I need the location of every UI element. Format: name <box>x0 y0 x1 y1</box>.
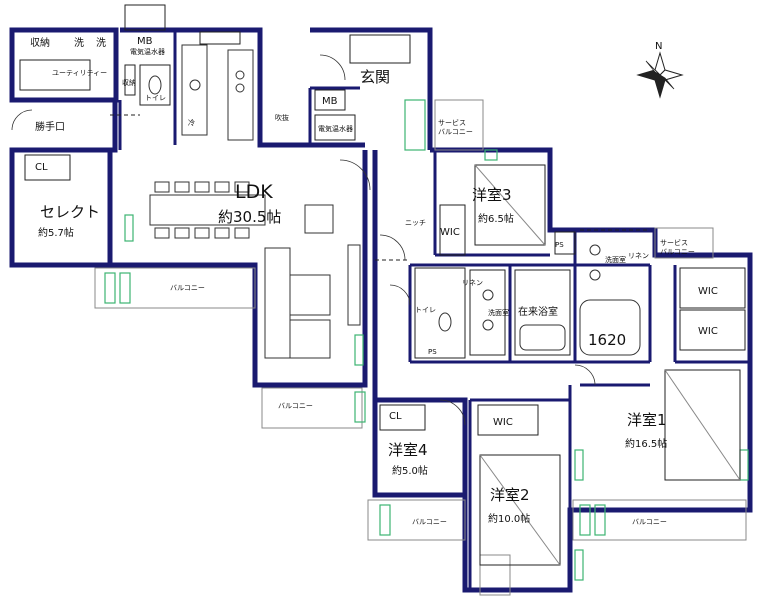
balcony-w4-label: バルコニー <box>412 518 447 526</box>
refrigerator-label: 冷 <box>188 118 195 127</box>
interior-walls <box>12 30 750 590</box>
entry-wall <box>310 27 433 150</box>
cl-western4-label: CL <box>389 411 402 422</box>
washroom-center-label: 洗面室 <box>488 308 509 317</box>
wash2-label: 洗 <box>96 37 106 49</box>
compass: N <box>636 41 684 99</box>
compass-north-label: N <box>655 41 662 52</box>
kitchen-shaft-label: 吹抜 <box>275 113 289 122</box>
ps-top-label: PS <box>555 241 564 249</box>
service-balcony-right-box <box>654 227 714 259</box>
storage-label: 収納 <box>30 36 50 49</box>
select-room-walls <box>9 147 113 268</box>
linen-right-label: リネン <box>628 252 649 260</box>
windows <box>104 99 749 581</box>
balcony-mid <box>261 387 363 429</box>
bath-size-label: 1620 <box>588 331 626 349</box>
kitchen-counter <box>227 49 254 141</box>
toilet-top-label: トイレ <box>145 94 166 102</box>
balcony-left <box>94 267 256 309</box>
wic-western3-label: WIC <box>440 227 460 238</box>
western4-name: 洋室4 <box>388 441 428 459</box>
balconies <box>94 99 747 596</box>
mb-entry-label: MB <box>322 96 338 107</box>
western3-name: 洋室3 <box>472 186 512 204</box>
balcony-w2-box <box>479 554 511 596</box>
utility-label: ユーティリティー <box>52 69 107 77</box>
select-area: 約5.7帖 <box>38 226 74 239</box>
back-door-label: 勝手口 <box>35 120 65 133</box>
western3-area: 約6.5帖 <box>478 212 514 225</box>
ldk-area: 約30.5帖 <box>218 208 281 226</box>
ldk-name: LDK <box>235 181 273 203</box>
niche-label: ニッチ <box>405 219 426 227</box>
room-labels: LDK 約30.5帖 セレクト 約5.7帖 洋室3 約6.5帖 洋室4 約5.0… <box>38 181 667 525</box>
cl-select-label: CL <box>35 162 48 173</box>
wic-western2-label: WIC <box>493 417 513 428</box>
tv-board <box>347 244 361 326</box>
service-balcony-right-label: サービスバルコニー <box>660 238 695 256</box>
wall-segment <box>110 100 118 153</box>
fixtures <box>19 4 746 566</box>
water-heater-entry-label: 電気温水器 <box>318 124 353 133</box>
mb-top-label: MB <box>137 36 153 47</box>
balcony-w1 <box>572 499 747 541</box>
coffee-table <box>289 274 331 316</box>
washroom-right-label: 洗面室 <box>605 255 626 264</box>
sofa-right <box>289 319 331 359</box>
balcony-w4 <box>367 499 466 541</box>
water-heater-top-label: 電気温水器 <box>130 47 165 56</box>
door-swings <box>11 54 596 426</box>
sofa <box>264 247 291 359</box>
balcony-left-label: バルコニー <box>170 284 205 292</box>
western1-area: 約16.5帖 <box>625 437 667 450</box>
western4-area: 約5.0帖 <box>392 464 428 477</box>
misc-labels: 収納 洗 洗 ユーティリティー 収納 トイレ MB 電気温水器 玄関 MB 電気… <box>30 36 718 526</box>
service-balcony-top-label: サービスバルコニー <box>438 118 473 136</box>
western4-wall <box>372 400 465 498</box>
balcony-mid-label: バルコニー <box>278 402 313 410</box>
entrance-label: 玄関 <box>360 68 390 86</box>
balcony-w1-label: バルコニー <box>632 518 667 526</box>
dining-table <box>149 194 266 226</box>
wic-b-label: WIC <box>698 326 718 337</box>
toilet-center-label: トイレ <box>415 306 436 314</box>
linen-center-label: リネン <box>462 279 483 287</box>
wic-a-label: WIC <box>698 286 718 297</box>
western1-name: 洋室1 <box>627 411 667 429</box>
storage-vertical-label: 収納 <box>122 78 136 87</box>
wash1-label: 洗 <box>74 37 84 49</box>
side-table <box>304 204 334 234</box>
western2-name: 洋室2 <box>490 486 530 504</box>
western2-area: 約10.0帖 <box>488 512 530 525</box>
ps-center-label: PS <box>428 348 437 356</box>
select-name: セレクト <box>40 203 100 221</box>
dining-chairs <box>154 181 250 239</box>
bath-label: 在来浴室 <box>518 305 558 318</box>
service-balcony-top-box <box>434 99 484 151</box>
